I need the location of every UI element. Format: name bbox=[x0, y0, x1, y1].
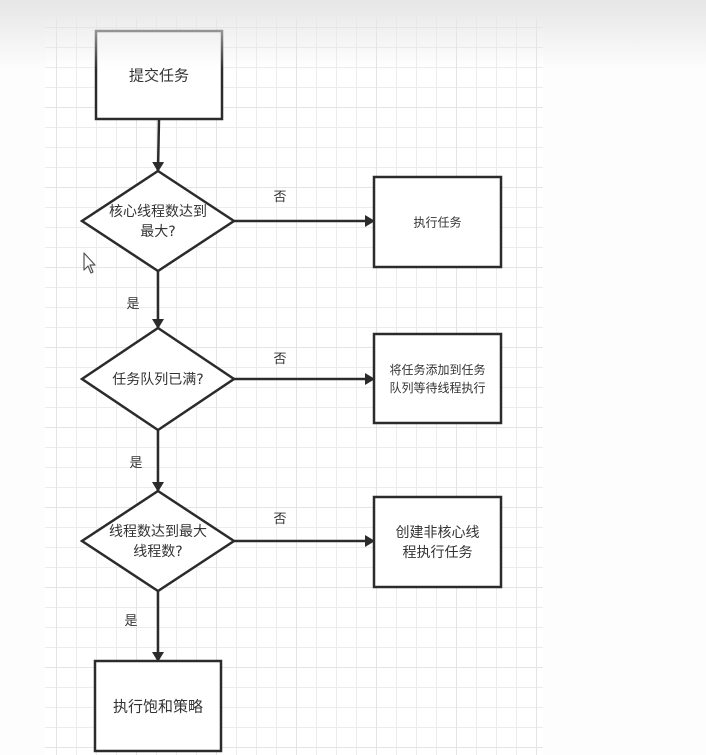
node-label: 线程数? bbox=[133, 544, 182, 560]
node-queue-full[interactable]: 任务队列已满? bbox=[79, 326, 237, 432]
node-label: 执行饱和策略 bbox=[113, 697, 203, 715]
node-label: 执行任务 bbox=[413, 214, 461, 229]
mouse-pointer-icon bbox=[83, 252, 97, 280]
node-label: 任务队列已满? bbox=[112, 372, 203, 388]
node-reject[interactable]: 执行饱和策略 bbox=[93, 659, 223, 753]
node-label: 最大? bbox=[140, 224, 175, 240]
node-submit[interactable]: 提交任务 bbox=[94, 29, 224, 121]
edge-label-no: 否 bbox=[273, 190, 286, 205]
edge-label-yes: 是 bbox=[129, 456, 142, 471]
process-box bbox=[372, 495, 503, 589]
edge-label-yes: 是 bbox=[126, 297, 139, 312]
edge-label-yes: 是 bbox=[124, 614, 137, 629]
node-label: 队列等待线程执行 bbox=[389, 380, 485, 395]
edge-label-no: 否 bbox=[273, 512, 286, 527]
node-label: 线程数达到最大 bbox=[109, 524, 207, 540]
node-exec-task[interactable]: 执行任务 bbox=[372, 175, 503, 269]
node-label: 程执行任务 bbox=[403, 545, 473, 561]
process-box bbox=[372, 175, 503, 269]
process-box bbox=[93, 659, 223, 753]
process-box bbox=[372, 332, 503, 425]
decision-diamond bbox=[79, 169, 237, 273]
decision-diamond bbox=[79, 326, 237, 432]
edge-submit-to-core-full[interactable] bbox=[152, 118, 165, 172]
node-label: 将任务添加到任务 bbox=[389, 362, 485, 377]
node-label: 提交任务 bbox=[129, 66, 189, 84]
edge-label-no: 否 bbox=[273, 352, 286, 367]
decision-diamond bbox=[79, 489, 237, 593]
node-label: 创建非核心线 bbox=[396, 525, 480, 541]
node-label: 核心线程数达到 bbox=[109, 204, 207, 220]
